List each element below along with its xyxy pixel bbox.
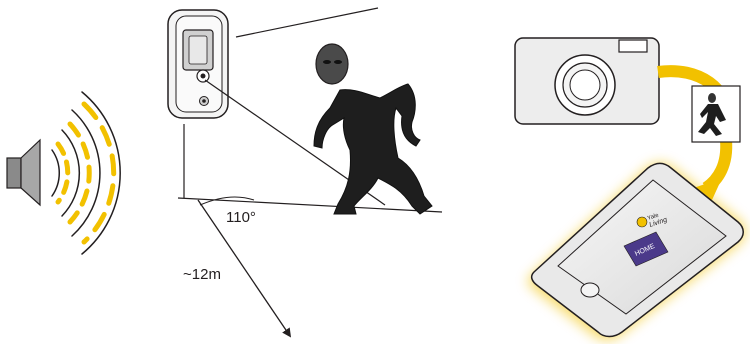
phone-screen-content: Yale Living HOME bbox=[623, 212, 669, 267]
speaker-siren-icon bbox=[6, 138, 41, 207]
siren-group bbox=[6, 91, 121, 255]
range-label: ~12m bbox=[183, 266, 221, 283]
intruder-figure-icon bbox=[313, 43, 433, 215]
sound-waves-icon bbox=[51, 91, 121, 255]
phone-logo-brand: Yale bbox=[647, 212, 660, 221]
camera-icon bbox=[514, 37, 660, 125]
pir-motion-sensor-icon bbox=[167, 9, 229, 119]
home-button[interactable]: HOME bbox=[623, 231, 669, 267]
intruder-snapshot-icon bbox=[691, 85, 741, 143]
angle-label: 110° bbox=[226, 209, 256, 226]
range-arrow bbox=[197, 199, 292, 338]
